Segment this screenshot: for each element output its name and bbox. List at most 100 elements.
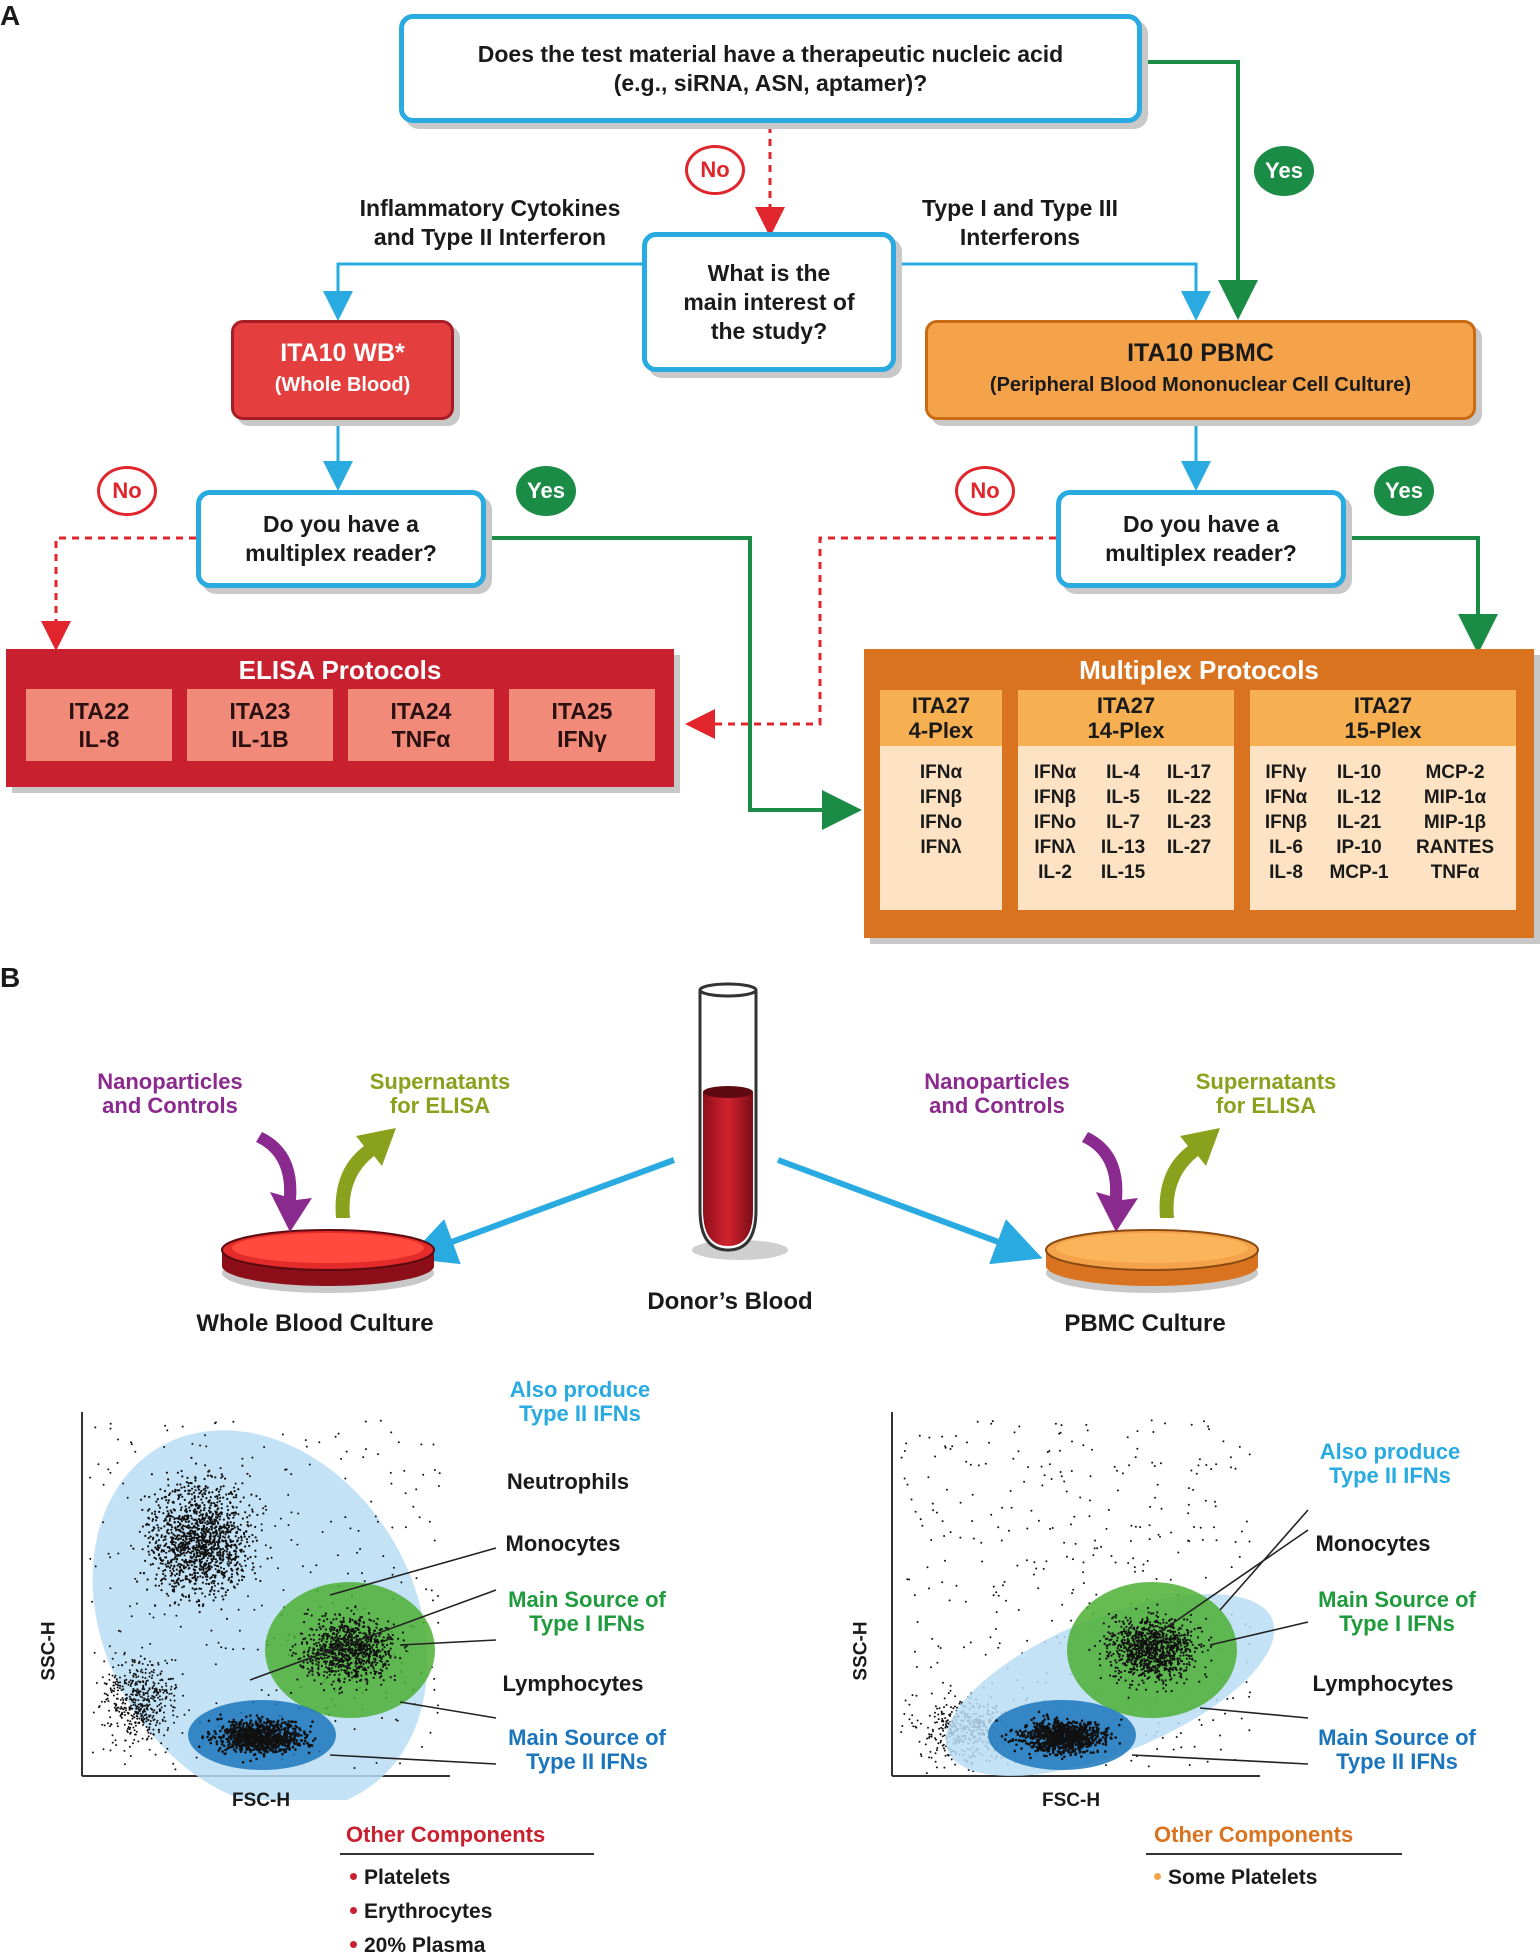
scatter-dot [239,1528,242,1532]
scatter-dot [254,1555,257,1558]
scatter-dot [194,1476,197,1479]
ita10-pbmc-box: ITA10 PBMC (Peripheral Blood Mononuclear… [925,320,1476,420]
scatter-dot [293,1727,297,1731]
scatter-dot [280,1741,284,1744]
scatter-dot [221,1525,225,1528]
scatter-dot [945,1704,948,1706]
scatter-dot [114,1652,117,1654]
scatter-dot [288,1736,292,1739]
scatter-dot [114,1739,117,1742]
scatter-dot [146,1679,149,1682]
scatter-dot [237,1579,241,1582]
scatter-dot [374,1515,377,1518]
scatter-dot [1092,1554,1095,1557]
scatter-dot [214,1561,217,1564]
scatter-dot [241,1457,244,1460]
scatter-dot [113,1706,116,1709]
scatter-dot [954,1763,957,1766]
scatter-dot [200,1558,203,1561]
scatter-dot [374,1629,377,1632]
scatter-dot [232,1731,235,1735]
scatter-dot [206,1735,209,1739]
scatter-dot [924,1743,927,1746]
scatter-dot [169,1569,172,1572]
scatter-dot [108,1673,111,1676]
scatter-dot [133,1661,136,1664]
scatter-dot [174,1574,177,1577]
scatter-dot [235,1571,238,1574]
question-nucleic-acid: Does the test material have a therapeuti… [399,14,1142,123]
scatter-dot [910,1498,913,1501]
scatter-dot [327,1667,330,1670]
scatter-dot [160,1678,163,1681]
scatter-dot [205,1545,208,1548]
scatter-dot [949,1684,952,1687]
scatter-dot [119,1707,122,1710]
scatter-dot [109,1689,112,1691]
scatter-dot [219,1566,223,1569]
scatter-dot [335,1617,338,1620]
scatter-dot [966,1441,968,1444]
scatter-dot [170,1564,173,1567]
label-type-i-iii-interferons: Type I and Type III Interferons [922,195,1118,250]
scatter-dot [137,1690,140,1693]
scatter-dot [116,1686,119,1689]
yes-connector-q1 [1142,60,1258,320]
scatter-dot [148,1531,151,1534]
arrow-to-whole-blood [407,1157,676,1265]
scatter-dot [339,1620,342,1623]
scatter-dot [216,1521,220,1524]
scatter-dot [349,1628,352,1631]
scatter-dot [928,1714,931,1717]
scatter-dot [348,1619,352,1622]
scatter-dot [182,1564,185,1567]
scatter-dot [181,1524,185,1527]
scatter-dot [911,1694,914,1697]
scatter-dot [359,1616,362,1619]
scatter-dot [95,1682,98,1684]
scatter-dot [946,1719,949,1722]
scatter-dot [113,1687,116,1690]
scatter-dot [928,1735,931,1738]
scatter-dot [931,1728,934,1731]
scatter-dot [1041,1484,1044,1487]
scatter-dot [207,1732,211,1736]
scatter-dot [365,1633,368,1636]
scatter-dot [1198,1458,1201,1461]
scatter-dot [217,1490,221,1493]
cell-14plex-14: IL-15 [1100,862,1146,883]
scatter-dot [109,1427,112,1430]
scatter-dot [266,1739,269,1743]
scatter-dot [210,1541,213,1544]
scatter-dot [294,1724,297,1728]
scatter-dot [218,1536,221,1539]
scatter-dot [133,1738,136,1741]
scatter-dot [201,1501,204,1504]
scatter-dot [214,1520,217,1523]
scatter-dot [103,1692,106,1695]
scatter-dot [313,1643,316,1646]
scatter-dot [348,1646,351,1649]
scatter-dot [351,1650,354,1653]
scatter-dot [254,1720,258,1723]
scatter-dot [224,1748,227,1752]
scatter-dot [213,1580,216,1583]
scatter-dot [130,1723,133,1726]
scatter-dot [229,1745,233,1749]
scatter-dot [193,1508,196,1511]
scatter-dot [192,1518,195,1521]
scatter-dot [235,1730,238,1733]
scatter-dot [244,1511,247,1514]
scatter-dot [306,1674,309,1677]
scatter-dot [1017,1609,1020,1611]
scatter-dot [111,1741,114,1744]
scatter-dot [122,1688,125,1691]
scatter-dot [346,1572,349,1575]
scatter-dot [287,1747,290,1750]
scatter-dot [157,1538,160,1542]
scatter-dot [168,1583,171,1586]
question-multiplex-right: Do you have a multiplex reader? [1056,490,1346,588]
scatter-dot [941,1435,944,1438]
scatter-dot [148,1700,151,1703]
scatter-dot [201,1520,204,1523]
